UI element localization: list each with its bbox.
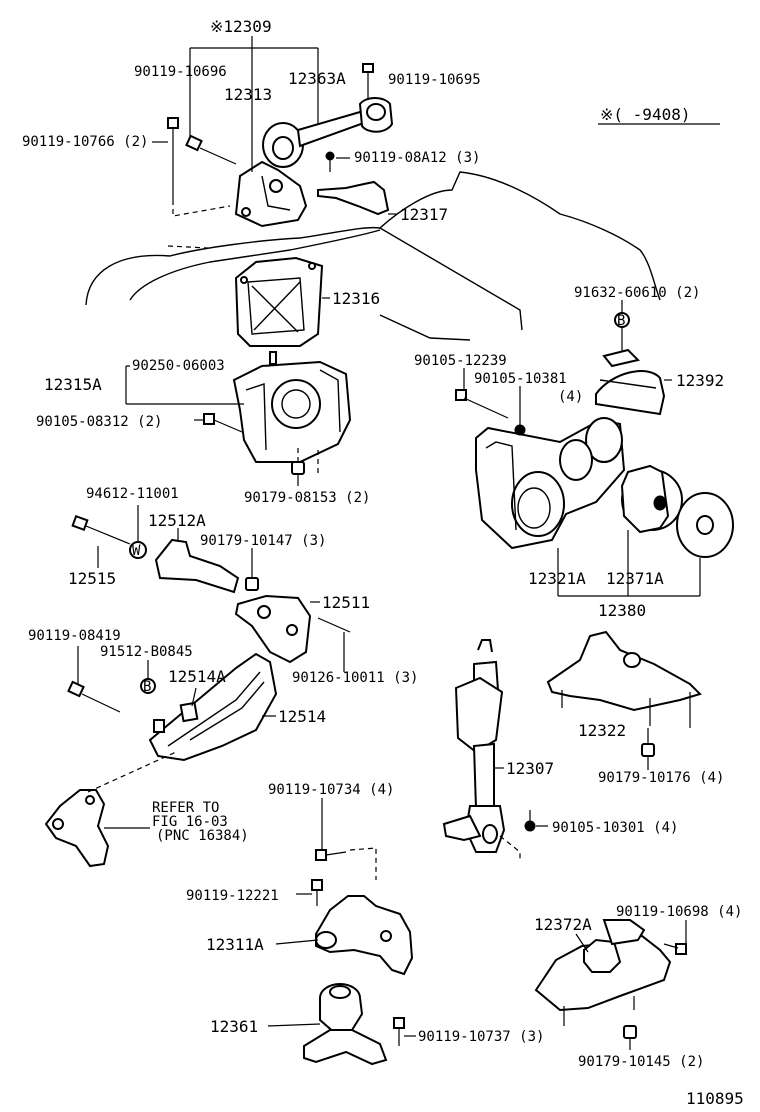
- refer-line-2: FIG 16-03: [152, 814, 228, 830]
- bushing-12371A: [620, 464, 683, 534]
- label-90119-10695: 90119-10695: [388, 72, 481, 88]
- bracket-12321A: [475, 417, 626, 550]
- label-90179-10176: 90179-10176 (4): [598, 770, 724, 786]
- bolt-90105-08312: [203, 413, 243, 433]
- referenced-bracket: [44, 789, 110, 868]
- label-12315A: 12315A: [44, 375, 102, 394]
- label-90119-10698: 90119-10698 (4): [616, 904, 742, 920]
- bolt-90119-10737: [393, 1017, 405, 1046]
- label-12317: 12317: [400, 205, 448, 224]
- bolt-91632-60610: B: [614, 312, 630, 352]
- engine-outline: [85, 171, 661, 341]
- strut-12307: [442, 639, 521, 860]
- nut-90179-10176: [641, 743, 655, 757]
- label-12311A: 12311A: [206, 935, 264, 954]
- bolt-90119-08419: [67, 646, 121, 713]
- plate-12316: [234, 256, 324, 347]
- label-12514A: 12514A: [168, 667, 226, 686]
- label-12363A: 12363A: [288, 69, 346, 88]
- label-12322: 12322: [578, 721, 626, 740]
- label-90119-10696: 90119-10696: [134, 64, 227, 80]
- label-90126-10011: 90126-10011 (3): [292, 670, 418, 686]
- label-90179-10145: 90179-10145 (2): [578, 1054, 704, 1070]
- stud-90126-10011: [317, 617, 351, 633]
- page-number: 110895: [686, 1089, 744, 1108]
- bracket-12317: [317, 151, 390, 216]
- bolt-90119-10698: [663, 943, 687, 955]
- label-12371A: 12371A: [606, 569, 664, 588]
- bolt-90105-10301: [524, 810, 536, 832]
- label-90179-10147: 90179-10147 (3): [200, 533, 326, 549]
- label-90119-10734: 90119-10734 (4): [268, 782, 394, 798]
- bracket-12322: [546, 630, 702, 728]
- bolt-91512-B0845: B: [140, 660, 156, 695]
- marker-b-label: B: [617, 313, 625, 329]
- leader-lines: [97, 36, 701, 1050]
- label-12316: 12316: [332, 289, 380, 308]
- label-90105-10301: 90105-10301 (4): [552, 820, 678, 836]
- label-90119-08A12: 90119-08A12 (3): [354, 150, 480, 166]
- bracket-12313: [234, 160, 308, 228]
- label-12321A: 12321A: [528, 569, 586, 588]
- label-12309: ※12309: [210, 17, 272, 36]
- label-12313: 12313: [224, 85, 272, 104]
- bracket-12311A: [315, 895, 414, 976]
- refer-line-1: REFER TO: [152, 800, 219, 816]
- bolt-90105-10381: [514, 412, 526, 436]
- label-90105-10381: 90105-10381: [474, 371, 567, 387]
- label-90119-08419: 90119-08419: [28, 628, 121, 644]
- label-91632-60610: 91632-60610 (2): [574, 285, 700, 301]
- bolt-90119-12221: [311, 879, 323, 906]
- label-12372A: 12372A: [534, 915, 592, 934]
- bracket-12514: [148, 652, 278, 762]
- label-90105-10381-qty: (4): [558, 389, 583, 405]
- label-12511: 12511: [322, 593, 370, 612]
- mount-bracket-12315A: [232, 351, 352, 463]
- bracket-12511: [234, 594, 312, 664]
- label-90250-06003: 90250-06003: [132, 358, 225, 374]
- washer-94612-11001: W: [129, 505, 147, 559]
- label-91512-B0845: 91512-B0845: [100, 644, 193, 660]
- bolt-12515: [71, 514, 131, 545]
- label-90179-08153: 90179-08153 (2): [244, 490, 370, 506]
- label-90105-12239: 90105-12239: [414, 353, 507, 369]
- bolt-90119-10695: [362, 63, 374, 100]
- label-12392: 12392: [676, 371, 724, 390]
- label-12307: 12307: [506, 759, 554, 778]
- nut-90179-10145: [623, 1025, 637, 1039]
- mount-12372A: [534, 919, 672, 1026]
- label-12512A: 12512A: [148, 511, 206, 530]
- note-range: ※( -9408): [600, 105, 690, 124]
- label-94612-11001: 94612-11001: [86, 486, 179, 502]
- cover-12392: [595, 348, 666, 416]
- insulator-12361: [303, 983, 388, 1066]
- bolt-90119-10696: [185, 134, 237, 165]
- bolt-90105-12239: [455, 389, 509, 419]
- bolt-90119-10766: [167, 117, 179, 200]
- marker-b2-label: B: [143, 679, 151, 695]
- bolt-90119-10734: [315, 847, 377, 880]
- label-12515: 12515: [68, 569, 116, 588]
- marker-w-label: W: [132, 543, 141, 559]
- label-12361: 12361: [210, 1017, 258, 1036]
- bracket-12512A: [154, 538, 240, 594]
- part-labels: ※12309 90119-10696 12363A 90119-10695 12…: [22, 17, 744, 1108]
- label-90119-12221: 90119-12221: [186, 888, 279, 904]
- washer-12380: [676, 492, 734, 558]
- nut-90179-10147: [245, 577, 259, 591]
- label-90119-10766: 90119-10766 (2): [22, 134, 148, 150]
- refer-line-3: (PNC 16384): [156, 828, 249, 844]
- torque-rod-12363A: [262, 97, 394, 168]
- plate-12514A: [179, 701, 199, 723]
- reference-dashed-line: [87, 751, 177, 793]
- label-12380: 12380: [598, 601, 646, 620]
- label-90105-08312: 90105-08312 (2): [36, 414, 162, 430]
- label-12514: 12514: [278, 707, 326, 726]
- label-90119-10737: 90119-10737 (3): [418, 1029, 544, 1045]
